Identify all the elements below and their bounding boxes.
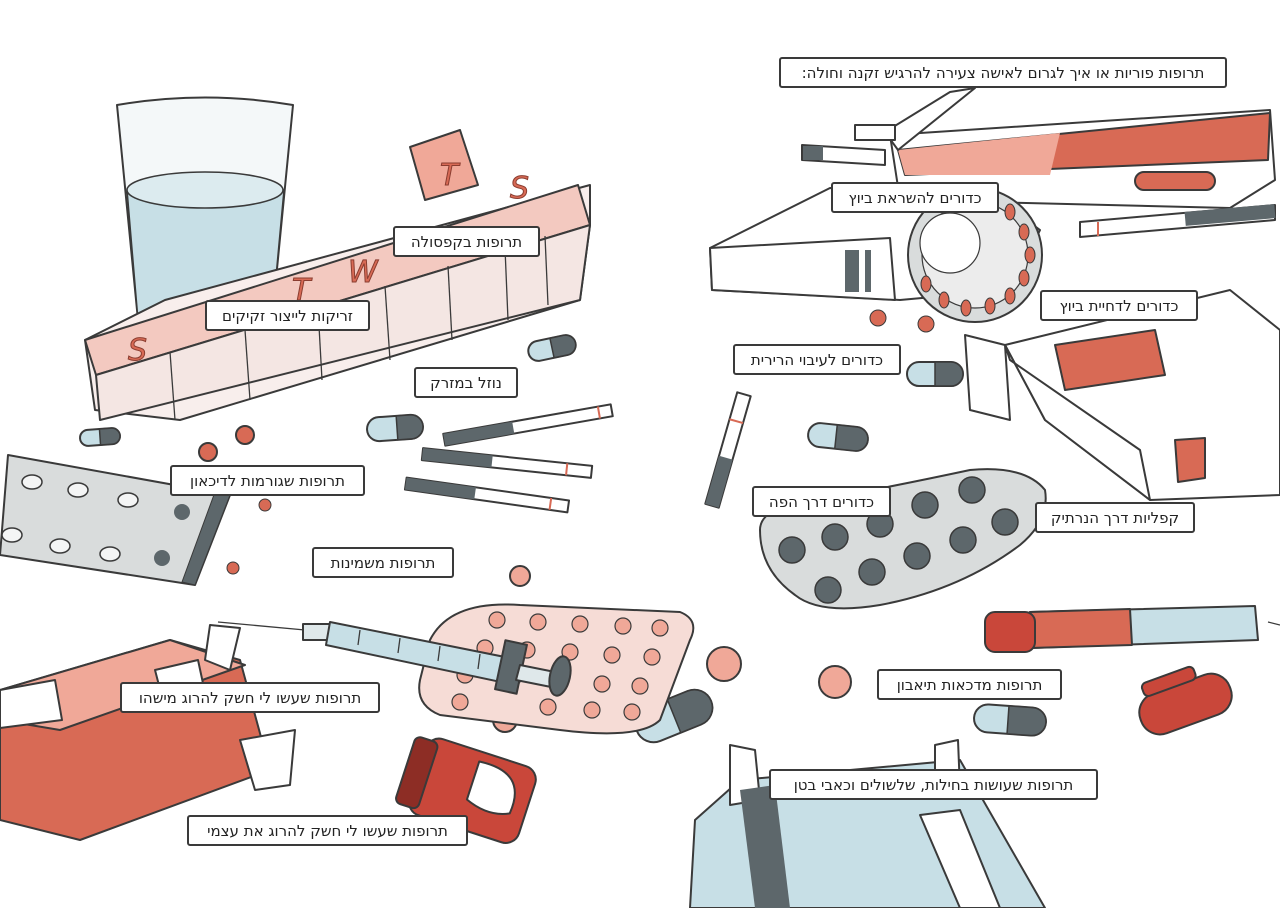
- label-appetite-suppressants: תרופות מדכאות תיאבון: [877, 669, 1062, 700]
- label-fattening-drugs: תרופות משמינות: [312, 547, 454, 578]
- label-capsule-drugs: תרופות בקפסולה: [393, 226, 540, 257]
- day-letter-s: S: [128, 333, 147, 368]
- right-test-strips-icon: [704, 124, 1276, 509]
- label-oral-pills: כדורים דרך הפה: [752, 486, 891, 517]
- pen-cap-icon: [1138, 665, 1233, 736]
- test-strips-icon: [403, 403, 614, 514]
- label-side-effects: תרופות שעושות בחילות, שלשולים וכאבי בטן: [769, 769, 1098, 800]
- light-blue-box-icon: [689, 739, 1046, 908]
- pill-dial-box-icon: [709, 187, 1043, 323]
- capsules-icon: [79, 334, 1047, 744]
- label-fertility-drugs: תרופות פוריות או איך לגרום לאישה צעירה ל…: [779, 57, 1227, 88]
- day-letter-t: T: [440, 158, 461, 193]
- day-letter-t2: T: [292, 273, 313, 308]
- medicine-box-icon: [0, 624, 296, 841]
- scattered-pills-icon: [198, 309, 935, 733]
- label-follicle-injections: זריקות לייצור זקיקים: [205, 300, 370, 331]
- injection-pen-icon: [984, 605, 1280, 653]
- label-depression-drugs: תרופות שגורמות לדיכאון: [170, 465, 365, 496]
- label-ovulation-delay-pills: כדורים לדחיית ביוץ: [1040, 290, 1198, 321]
- label-mucus-thickening-pills: כדורים לעיבוי הרירית: [733, 344, 901, 375]
- syringe-icon: [217, 621, 572, 697]
- label-syringe-liquid: נוזל במזרק: [414, 367, 518, 398]
- label-kill-myself: תרופות שעשו לי חשק להרוג את עצמי: [187, 815, 468, 846]
- label-kill-someone: תרופות שעשו לי חשק להרוג מישהו: [120, 682, 380, 713]
- day-letter-s2: S: [510, 171, 529, 206]
- large-box-icon: [964, 289, 1280, 501]
- day-letter-w: W: [348, 255, 379, 290]
- label-vaginal-capsules: קפליות דרך הנרתיק: [1035, 502, 1195, 533]
- label-ovulation-induction-pills: כדורים להשראת ביוץ: [831, 182, 999, 213]
